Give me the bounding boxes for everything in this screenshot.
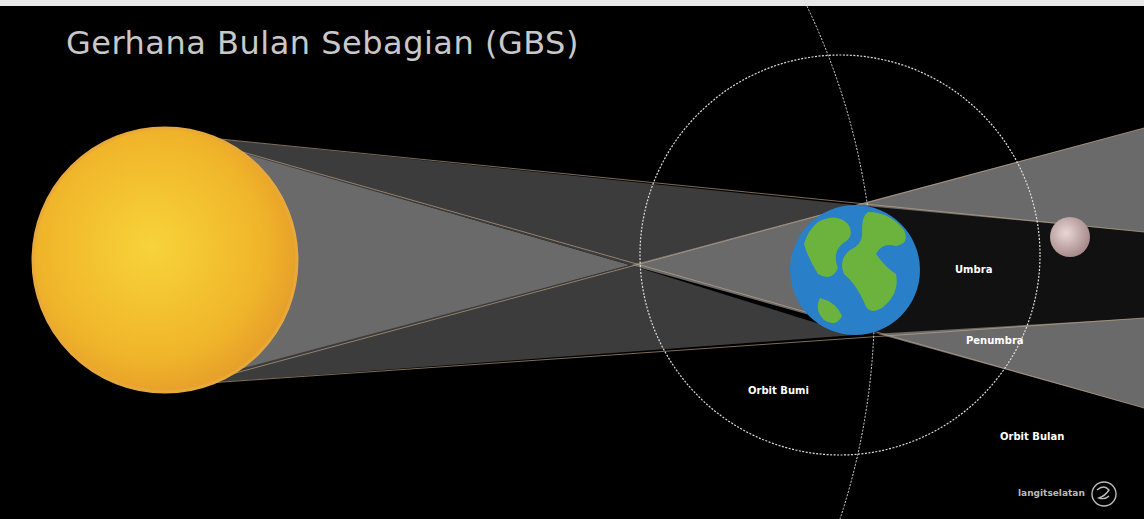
shadow-label: Penumbra <box>966 335 1024 346</box>
watermark: langitselatan <box>1018 488 1085 498</box>
top-bar <box>0 0 1144 6</box>
tangent-lines <box>165 128 1144 408</box>
moon-orbit <box>640 55 1040 455</box>
sun <box>33 128 297 392</box>
orbit-label: Orbit Bumi <box>748 385 809 396</box>
shadow-label: Umbra <box>955 264 992 275</box>
moon <box>1050 217 1090 257</box>
diagram-title: Gerhana Bulan Sebagian (GBS) <box>66 24 579 62</box>
orbit-label: Orbit Bulan <box>1000 431 1064 442</box>
penumbra-region <box>630 128 1144 408</box>
earth <box>790 205 920 335</box>
watermark-logo <box>1092 482 1116 506</box>
